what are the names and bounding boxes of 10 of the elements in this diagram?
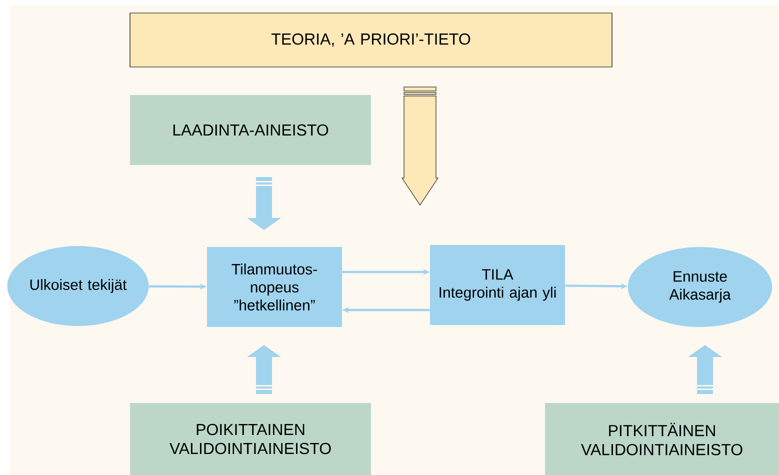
validation-box: POIKITTAINEN VALIDOINTIAINEISTO: [130, 403, 371, 475]
title-box: TEORIA, ’A PRIORI’-TIETO: [130, 12, 612, 68]
rate-box: Tilanmuutos- nopeus ”hetkellinen”: [207, 247, 342, 327]
block-arrow: [688, 345, 722, 394]
block-arrow: [402, 86, 438, 206]
validation-box: PITKITTÄINEN VALIDOINTIAINEISTO: [545, 403, 779, 475]
block-arrow: [247, 177, 281, 230]
block-arrow: [247, 345, 281, 394]
data-box: LAADINTA-AINEISTO: [130, 95, 371, 165]
state-box: TILA Integrointi ajan yli: [430, 245, 565, 325]
